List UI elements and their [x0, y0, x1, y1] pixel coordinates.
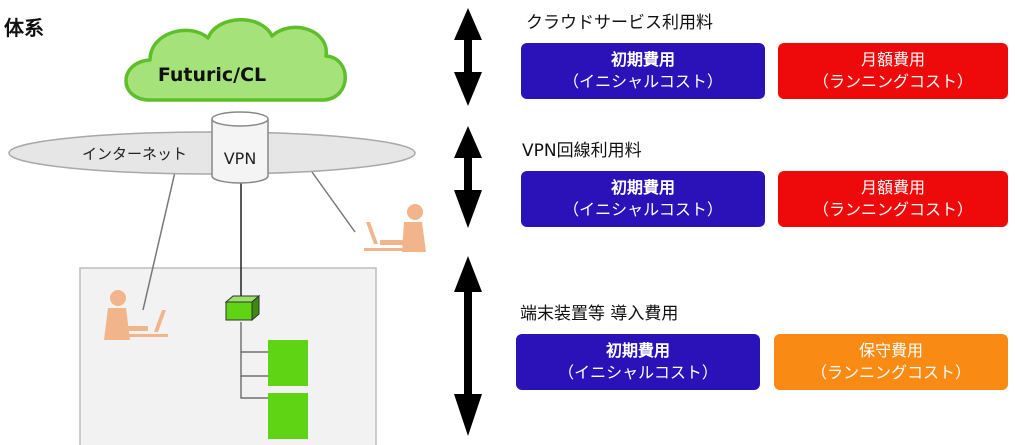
internet-label: インターネット — [82, 145, 187, 163]
double-arrow-icon — [454, 256, 482, 436]
initial-cost-sublabel: （イニシャルコスト） — [563, 72, 723, 91]
section-heading-terminal: 端末装置等 導入費用 — [520, 304, 679, 324]
initial-cost-box: 初期費用 （イニシャルコスト） — [521, 43, 765, 99]
initial-cost-box: 初期費用 （イニシャルコスト） — [521, 171, 765, 227]
initial-cost-label: 初期費用 — [610, 50, 675, 69]
remote-person-icon — [364, 204, 426, 252]
initial-cost-label: 初期費用 — [610, 178, 675, 197]
router-icon — [224, 294, 261, 322]
terminal-device-1 — [268, 340, 308, 386]
initial-cost-box: 初期費用 （イニシャルコスト） — [516, 334, 760, 390]
section-heading-vpn: VPN回線利用料 — [522, 141, 642, 161]
running-cost-box: 月額費用 （ランニングコスト） — [778, 171, 1008, 227]
line-to-terminal-3 — [240, 376, 268, 399]
maintenance-cost-sublabel: （ランニングコスト） — [810, 363, 971, 382]
cloud-label: Futuric/CL — [158, 64, 266, 86]
vpn-label: VPN — [224, 149, 257, 168]
initial-cost-sublabel: （イニシャルコスト） — [558, 363, 718, 382]
running-cost-sublabel: （ランニングコスト） — [812, 72, 973, 91]
vpn-cylinder-icon — [211, 111, 269, 184]
section-heading-cloud: クラウドサービス利用料 — [526, 13, 713, 33]
initial-cost-label: 初期費用 — [605, 341, 670, 360]
maintenance-cost-label: 保守費用 — [858, 341, 923, 360]
line-remote-pc — [311, 171, 356, 233]
running-cost-label: 月額費用 — [860, 178, 925, 197]
double-arrow-icon — [454, 126, 482, 228]
office-person-icon — [104, 290, 168, 340]
double-arrow-icon — [454, 8, 482, 106]
network-diagram: インターネット VPN Futuric/CL — [8, 18, 426, 445]
cloud-icon — [124, 18, 347, 102]
running-cost-box: 月額費用 （ランニングコスト） — [778, 43, 1008, 99]
initial-cost-sublabel: （イニシャルコスト） — [563, 200, 723, 219]
running-cost-sublabel: （ランニングコスト） — [812, 200, 973, 219]
terminal-device-2 — [268, 393, 308, 439]
line-office-pc — [142, 171, 176, 311]
maintenance-cost-box: 保守費用 （ランニングコスト） — [774, 334, 1008, 390]
running-cost-label: 月額費用 — [860, 50, 925, 69]
office-room — [79, 267, 377, 445]
arrows-column — [454, 8, 482, 436]
page-title: 体系 — [4, 16, 44, 40]
